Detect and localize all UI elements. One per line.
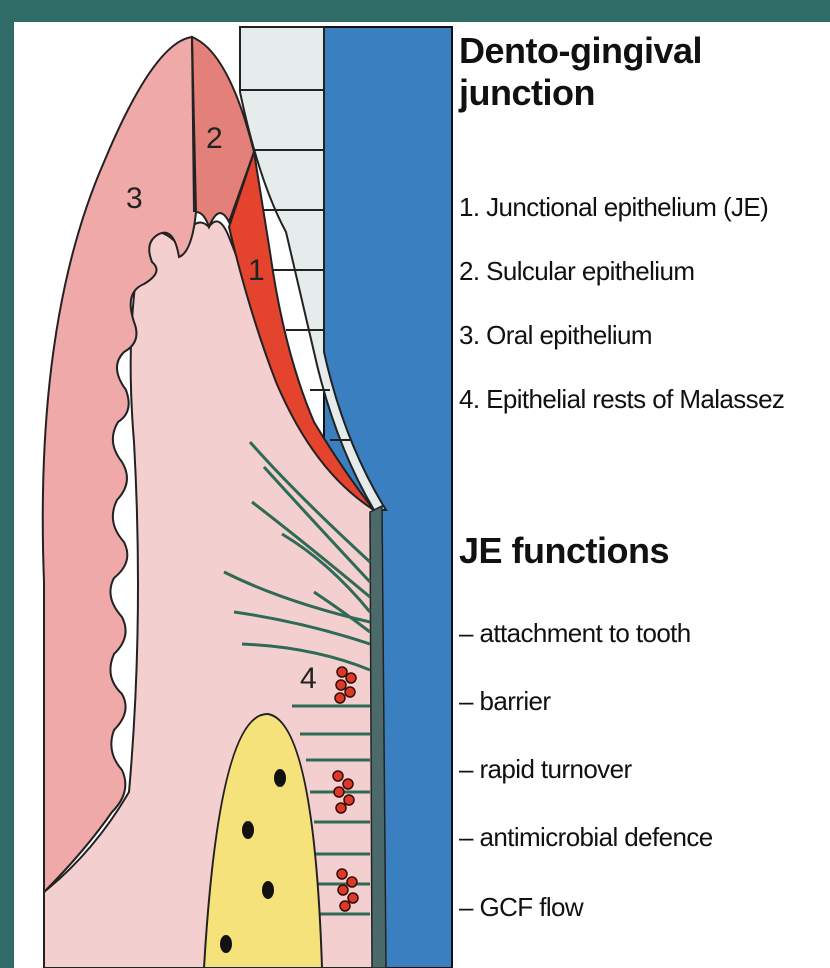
function-item-5: – GCF flow <box>459 892 583 922</box>
diagram-frame: 3 2 1 4 Dento-gingival junction 1. Junct… <box>14 22 830 968</box>
title-line-2: junction <box>459 72 595 114</box>
function-item-2: – barrier <box>459 686 550 716</box>
part-item-2: 2. Sulcular epithelium <box>459 256 694 286</box>
title-line-1: Dento-gingival <box>459 30 702 72</box>
label-oral-epithelium-number: 3 <box>126 184 143 214</box>
label-sulcular-epithelium-number: 2 <box>206 124 223 154</box>
function-item-4: – antimicrobial defence <box>459 822 713 852</box>
function-item-1: – attachment to tooth <box>459 618 691 648</box>
label-junctional-epithelium-number: 1 <box>248 256 265 286</box>
function-item-3: – rapid turnover <box>459 754 632 784</box>
functions-heading: JE functions <box>459 530 669 572</box>
part-item-4: 4. Epithelial rests of Malassez <box>459 384 784 414</box>
part-item-3: 3. Oral epithelium <box>459 320 652 350</box>
legend-panel: Dento-gingival junction 1. Junctional ep… <box>459 22 830 968</box>
label-malassez-number: 4 <box>300 664 317 694</box>
dento-gingival-diagram <box>14 22 459 968</box>
part-item-1: 1. Junctional epithelium (JE) <box>459 192 768 222</box>
